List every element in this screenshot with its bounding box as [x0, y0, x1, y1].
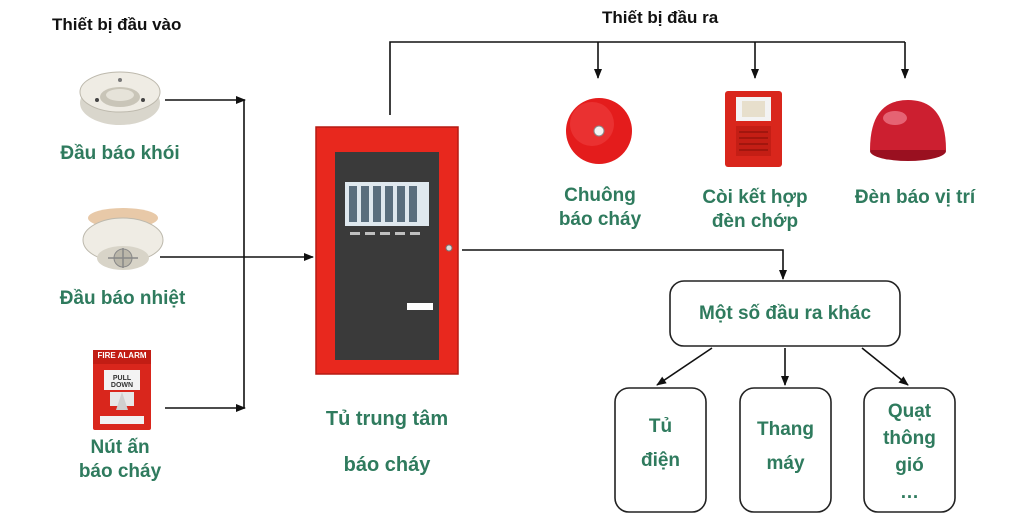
- control-panel-label-line: báo cháy: [343, 454, 431, 476]
- heat-detector-icon: [82, 208, 164, 270]
- horn-strobe-label-line: đèn chớp: [711, 211, 799, 232]
- electrical-cabinet-label: Tủ điện: [615, 410, 706, 478]
- input-devices-heading: Thiết bị đầu vào: [52, 15, 182, 34]
- electrical-cabinet-label-line: Tủ: [648, 416, 673, 437]
- other-outputs-box: [669, 280, 901, 347]
- beacon-light-icon: [870, 100, 946, 161]
- manual-call-point-plate-bottom: PULL DOWN: [110, 375, 134, 389]
- alarm-bell-icon: [566, 98, 632, 164]
- ventilation-fan-label-line: gió: [895, 455, 924, 476]
- output-connectors: [389, 41, 909, 115]
- manual-call-point-label-line: Nút ấn: [90, 437, 150, 458]
- ventilation-fan-box: [863, 387, 956, 513]
- horn-strobe-label-line: Còi kết hợp: [702, 187, 808, 208]
- heat-detector-label: Đầu báo nhiệt: [40, 287, 205, 311]
- control-panel-label: Tủ trung tâm báo cháy: [297, 396, 477, 488]
- elevator-label: Thang máy: [740, 413, 831, 481]
- electrical-cabinet-label-line: điện: [640, 450, 681, 471]
- elevator-label-line: máy: [766, 453, 805, 474]
- horn-strobe-icon: [725, 91, 782, 167]
- ventilation-fan-label-line: Quạt: [887, 401, 932, 422]
- alarm-bell-label: Chuông báo cháy: [540, 184, 660, 232]
- horn-strobe-label: Còi kết hợp đèn chớp: [690, 186, 820, 234]
- ventilation-fan-label-line: …: [900, 482, 919, 503]
- smoke-detector-label: Đầu báo khói: [40, 142, 200, 166]
- manual-call-point-label: Nút ấn báo cháy: [60, 436, 180, 484]
- manual-call-point-plate-top: FIRE ALARM: [97, 351, 147, 360]
- manual-call-point-label-line: báo cháy: [78, 461, 162, 482]
- other-outputs-label: Một số đầu ra khác: [698, 303, 872, 324]
- elevator-label-line: Thang: [757, 419, 814, 440]
- elevator-box: [739, 387, 832, 513]
- other-output-connectors: [462, 249, 909, 386]
- fire-alarm-control-panel: [315, 126, 459, 375]
- alarm-bell-label-line: Chuông: [564, 185, 636, 206]
- heat-detector-label-line: Đầu báo nhiệt: [59, 288, 186, 309]
- electrical-cabinet-box: [614, 387, 707, 513]
- smoke-detector-label-line: Đầu báo khói: [60, 143, 180, 164]
- beacon-light-label-line: Đèn báo vị trí: [854, 187, 976, 208]
- output-devices-heading: Thiết bị đầu ra: [602, 8, 719, 27]
- beacon-light-label: Đèn báo vị trí: [840, 186, 990, 210]
- control-panel-label-line: Tủ trung tâm: [325, 408, 449, 430]
- ventilation-fan-label-line: thông: [883, 428, 936, 449]
- manual-call-point-icon: [93, 350, 151, 430]
- ventilation-fan-label: Quạt thông gió …: [864, 398, 955, 506]
- smoke-detector-icon: [79, 71, 161, 125]
- alarm-bell-label-line: báo cháy: [558, 209, 642, 230]
- input-connectors: [160, 96, 314, 412]
